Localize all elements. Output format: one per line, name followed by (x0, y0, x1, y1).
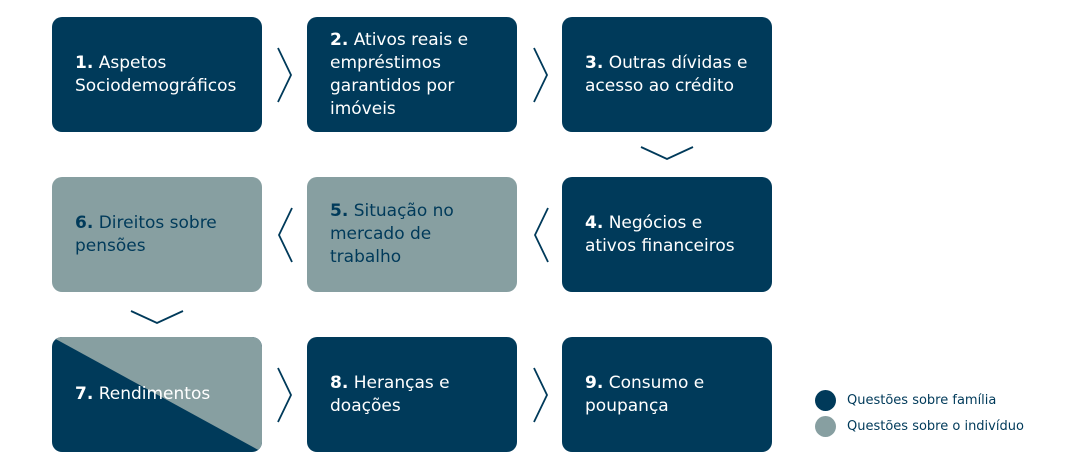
step-5-number: 5. (330, 201, 349, 221)
step-7-label: Rendimentos (98, 384, 211, 404)
step-6-number: 6. (75, 212, 94, 233)
step-9-box: 9. Consumo e poupança (562, 337, 772, 452)
step-4-box: 4. Negócios e ativos financeiros (562, 177, 772, 292)
step-2-label: Ativos reais e empréstimos garantidos po… (330, 29, 469, 119)
arrow-left-4-5 (534, 207, 549, 263)
step-5-label: Situação no mercado de trabalho (330, 201, 454, 267)
step-9-text: 9. Consumo e poupança (585, 372, 754, 418)
step-1-box: 1. Aspetos Sociodemográficos (52, 17, 262, 132)
legend-individual-swatch (815, 416, 836, 437)
legend-family: Questões sobre família (815, 390, 996, 411)
step-7-split-triangle (52, 337, 262, 452)
arrow-down-3-4 (640, 146, 694, 160)
step-9-label: Consumo e poupança (585, 372, 705, 416)
step-2-number: 2. (330, 29, 349, 50)
step-8-text: 8. Heranças e doações (330, 372, 499, 418)
step-2-text: 2. Ativos reais e empréstimos garantidos… (330, 29, 499, 121)
legend-family-swatch (815, 390, 836, 411)
step-3-text: 3. Outras dívidas e acesso ao crédito (585, 52, 754, 98)
step-7-box: 7. Rendimentos (52, 337, 262, 452)
step-3-label: Outras dívidas e acesso ao crédito (585, 52, 748, 96)
arrow-right-7-8 (277, 367, 292, 423)
legend-individual: Questões sobre o indivíduo (815, 416, 1024, 437)
legend-family-label: Questões sobre família (847, 393, 997, 408)
arrow-right-2-3 (533, 47, 548, 103)
step-7-text: 7. Rendimentos (75, 383, 210, 406)
step-6-box: 6. Direitos sobre pensões (52, 177, 262, 292)
step-1-number: 1. (75, 52, 94, 73)
step-2-box: 2. Ativos reais e empréstimos garantidos… (307, 17, 517, 132)
step-8-box: 8. Heranças e doações (307, 337, 517, 452)
step-4-label: Negócios e ativos financeiros (585, 212, 735, 256)
step-6-label: Direitos sobre pensões (75, 212, 217, 256)
step-5-text: 5. Situação no mercado de trabalho (330, 200, 499, 269)
step-7-number: 7. (75, 384, 94, 404)
step-5-box: 5. Situação no mercado de trabalho (307, 177, 517, 292)
legend-individual-label: Questões sobre o indivíduo (847, 419, 1024, 434)
arrow-down-6-7 (130, 310, 184, 324)
step-3-box: 3. Outras dívidas e acesso ao crédito (562, 17, 772, 132)
step-8-number: 8. (330, 372, 349, 393)
step-4-text: 4. Negócios e ativos financeiros (585, 212, 754, 258)
step-4-number: 4. (585, 212, 604, 233)
arrow-right-8-9 (533, 367, 548, 423)
step-9-number: 9. (585, 372, 604, 393)
step-1-label: Aspetos Sociodemográficos (75, 52, 237, 96)
step-6-text: 6. Direitos sobre pensões (75, 212, 244, 258)
step-8-label: Heranças e doações (330, 372, 450, 416)
step-3-number: 3. (585, 52, 604, 73)
arrow-left-5-6 (278, 207, 293, 263)
arrow-right-1-2 (277, 47, 292, 103)
step-1-text: 1. Aspetos Sociodemográficos (75, 52, 244, 98)
